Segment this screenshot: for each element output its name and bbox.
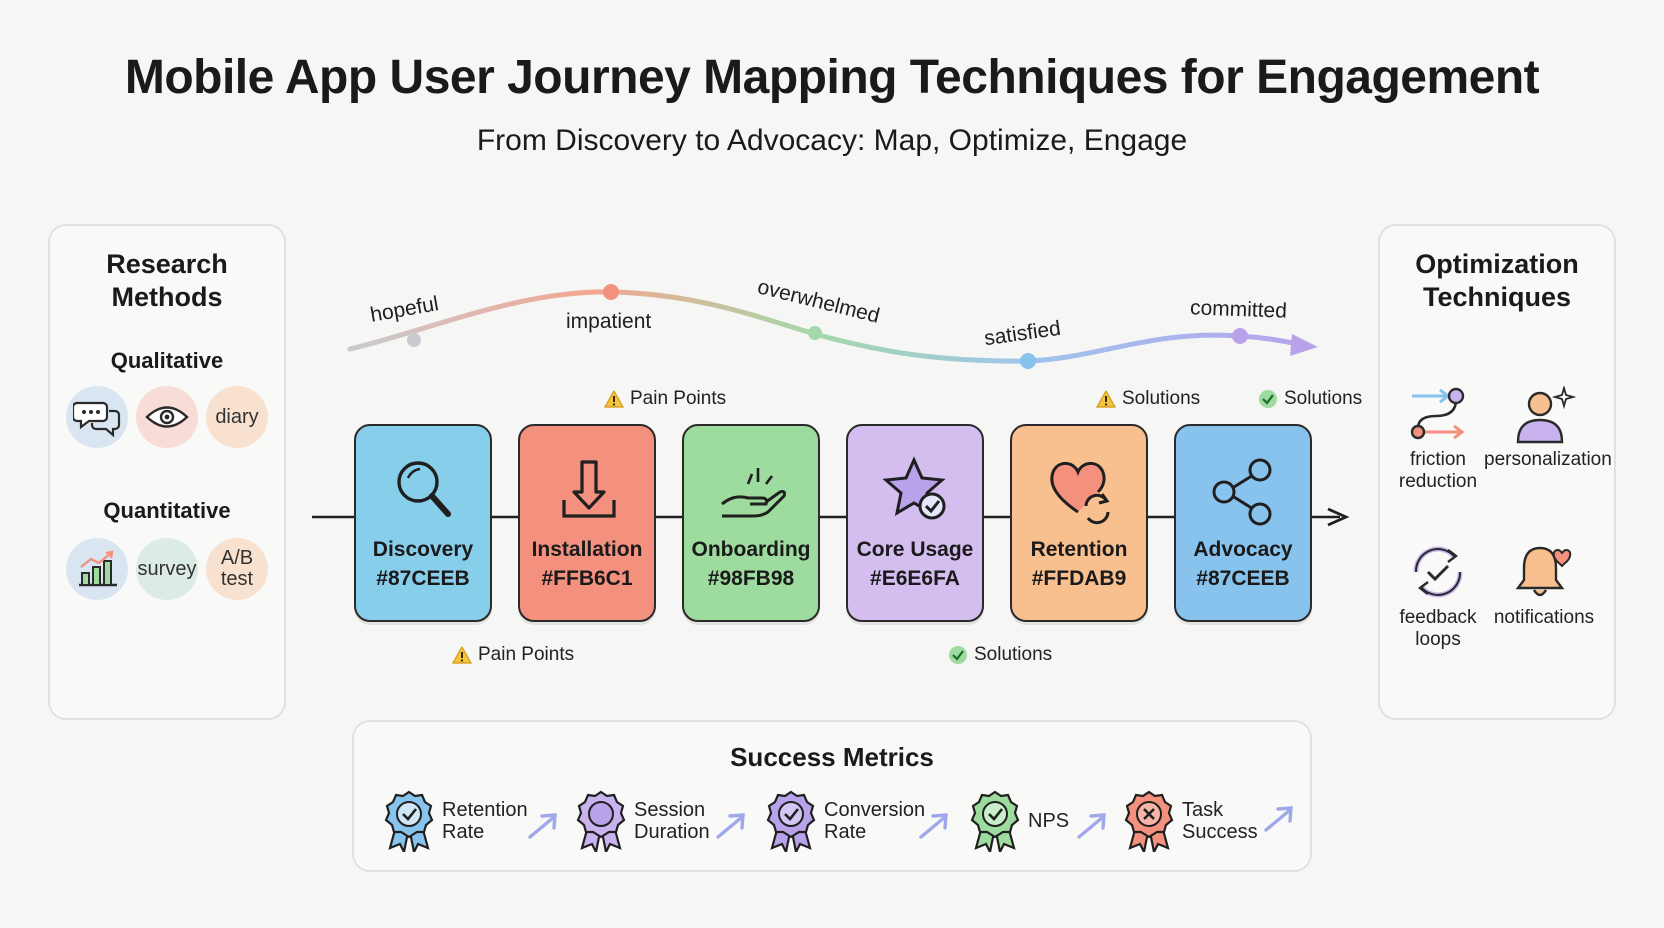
emotion-point-committed — [1232, 328, 1248, 344]
diary-method: diary — [206, 386, 268, 448]
chat-bubbles-icon — [73, 401, 121, 437]
note-pain-points-top: Pain Points — [604, 388, 726, 410]
journey-flow-arrowhead — [1327, 507, 1350, 527]
emotion-impatient: impatient — [566, 310, 652, 333]
check-icon — [1259, 390, 1277, 408]
note-pain-points-bottom: Pain Points — [452, 644, 574, 666]
quantitative-title: Quantitative — [103, 498, 231, 523]
warning-icon — [452, 646, 472, 664]
download-icon — [562, 460, 616, 518]
emotion-point-satisfied — [1020, 353, 1036, 369]
metric-nps: NPS — [970, 790, 1109, 852]
badge-circle-icon — [576, 790, 626, 852]
eye-icon — [145, 406, 189, 428]
badge-check-icon — [384, 790, 434, 852]
qualitative-title: Qualitative — [110, 348, 224, 373]
badge-check-icon — [970, 790, 1020, 852]
page-title: Mobile App User Journey Mapping Techniqu… — [124, 51, 1540, 104]
bell-heart-icon — [1515, 546, 1572, 597]
research-methods-title: Research Methods — [106, 249, 228, 312]
interview-method — [66, 386, 128, 448]
note-solutions-bottom: Solutions — [948, 644, 1052, 666]
magnifier-icon — [397, 461, 451, 517]
trend-up-arrow-icon — [919, 813, 949, 839]
bar-chart-icon — [79, 550, 117, 587]
note-solutions-check-top: Solutions — [1258, 388, 1362, 410]
emotion-point-hopeful — [407, 333, 421, 347]
technique-friction-reduction: friction reduction — [1378, 386, 1498, 493]
heart-refresh-icon — [1050, 462, 1110, 525]
refresh-check-icon — [1413, 546, 1463, 598]
warning-icon — [1096, 390, 1116, 408]
observation-method — [136, 386, 198, 448]
person-sparkle-icon — [1516, 384, 1577, 444]
stage-onboarding: Onboarding #98FB98 — [682, 424, 820, 622]
hand-sparkle-icon — [721, 468, 786, 518]
technique-personalization: personalization — [1484, 384, 1612, 471]
stage-installation: Installation #FFB6C1 — [518, 424, 656, 622]
emotion-point-overwhelmed — [808, 326, 822, 340]
check-icon — [949, 646, 967, 664]
stage-advocacy: Advocacy #87CEEB — [1174, 424, 1312, 622]
note-solutions-warning-top: Solutions — [1096, 388, 1200, 410]
success-metrics-title: Success Metrics — [730, 742, 934, 772]
emotion-curve-arrowhead — [1290, 334, 1318, 356]
technique-feedback-loops: feedback loops — [1378, 542, 1498, 651]
stage-retention: Retention #FFDAB9 — [1010, 424, 1148, 622]
technique-notifications: notifications — [1484, 542, 1604, 629]
trend-up-arrow-icon — [1263, 806, 1293, 832]
emotion-curve-line — [347, 289, 1309, 364]
page-subtitle: From Discovery to Advocacy: Map, Optimiz… — [476, 124, 1188, 157]
share-icon — [1212, 458, 1272, 526]
trend-up-arrow-icon — [715, 813, 745, 839]
trend-up-arrow-icon — [527, 813, 557, 839]
emotion-committed: committed — [1189, 296, 1288, 323]
analytics-method — [66, 538, 128, 600]
path-arrows-icon — [1410, 387, 1465, 440]
trend-up-arrow-icon — [1077, 813, 1106, 839]
stage-discovery: Discovery #87CEEB — [354, 424, 492, 622]
survey-method: survey — [136, 538, 198, 600]
badge-check-icon — [766, 790, 816, 852]
warning-icon — [604, 390, 624, 408]
stage-core-usage: Core Usage #E6E6FA — [846, 424, 984, 622]
optimization-techniques-panel: Optimization Techniques friction reducti… — [1378, 224, 1616, 720]
star-check-icon — [882, 456, 946, 520]
emotion-point-impatient — [603, 284, 619, 300]
optimization-techniques-title: Optimization Techniques — [1415, 249, 1579, 312]
badge-x-icon — [1124, 790, 1174, 852]
research-methods-panel: Research Methods Qualitative diary Quant… — [48, 224, 286, 720]
